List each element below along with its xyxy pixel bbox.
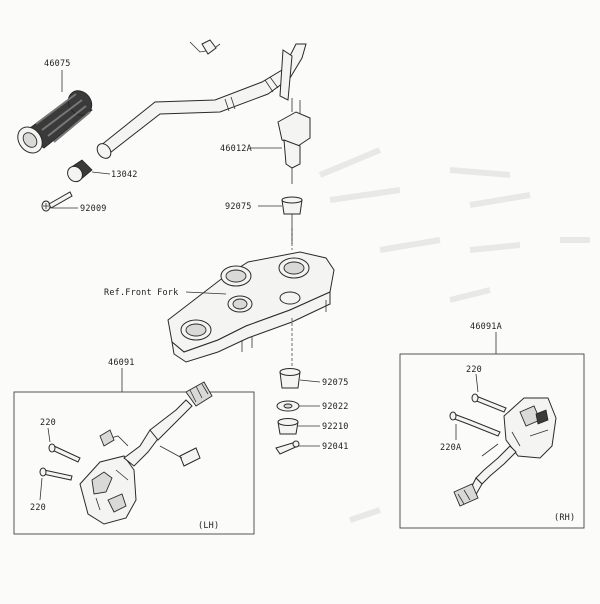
grip-46075: 46075	[17, 59, 93, 154]
rh-detail-box	[399, 353, 585, 529]
callout-46091A: 46091A	[470, 322, 502, 332]
callout-lh-220-a: 220	[40, 418, 56, 428]
callout-46091: 46091	[108, 358, 135, 368]
background-bleed-marks	[318, 147, 590, 523]
callout-92041: 92041	[322, 442, 349, 452]
washer-92022: 92022	[276, 400, 349, 412]
rh-box-label: (RH)	[554, 513, 575, 523]
holder-46012A: 46012A	[220, 98, 311, 184]
bushing-92075-bottom: 92075	[279, 368, 349, 389]
callout-rh-220A: 220A	[440, 443, 461, 453]
bushing-92075-top: 92075	[225, 196, 303, 244]
handlebar	[96, 39, 307, 159]
callout-46012A: 46012A	[220, 144, 252, 154]
pin-92041: 92041	[275, 440, 349, 455]
callout-46075: 46075	[44, 59, 71, 69]
nut-92210: 92210	[277, 418, 349, 435]
rh-switch-group: 46091A 220 220A (RH)	[399, 322, 585, 529]
lh-box-label: (LH)	[198, 521, 219, 531]
lh-switch-group: 46091 220 220 (LH)	[13, 358, 255, 535]
screw-92009: 92009	[41, 191, 107, 214]
weight-13042: 13042	[67, 159, 138, 183]
callout-92210: 92210	[322, 422, 349, 432]
callout-92009: 92009	[80, 204, 107, 214]
callout-lh-220-b: 220	[30, 503, 46, 513]
lh-detail-box	[13, 391, 255, 535]
callout-13042: 13042	[111, 170, 138, 180]
callout-92075-top: 92075	[225, 202, 252, 212]
upper-triple-clamp: Ref.Front Fork	[104, 228, 335, 368]
callout-92022: 92022	[322, 402, 349, 412]
callout-92075-bottom: 92075	[322, 378, 349, 388]
callout-ref-front-fork: Ref.Front Fork	[104, 288, 178, 298]
callout-rh-220: 220	[466, 365, 482, 375]
